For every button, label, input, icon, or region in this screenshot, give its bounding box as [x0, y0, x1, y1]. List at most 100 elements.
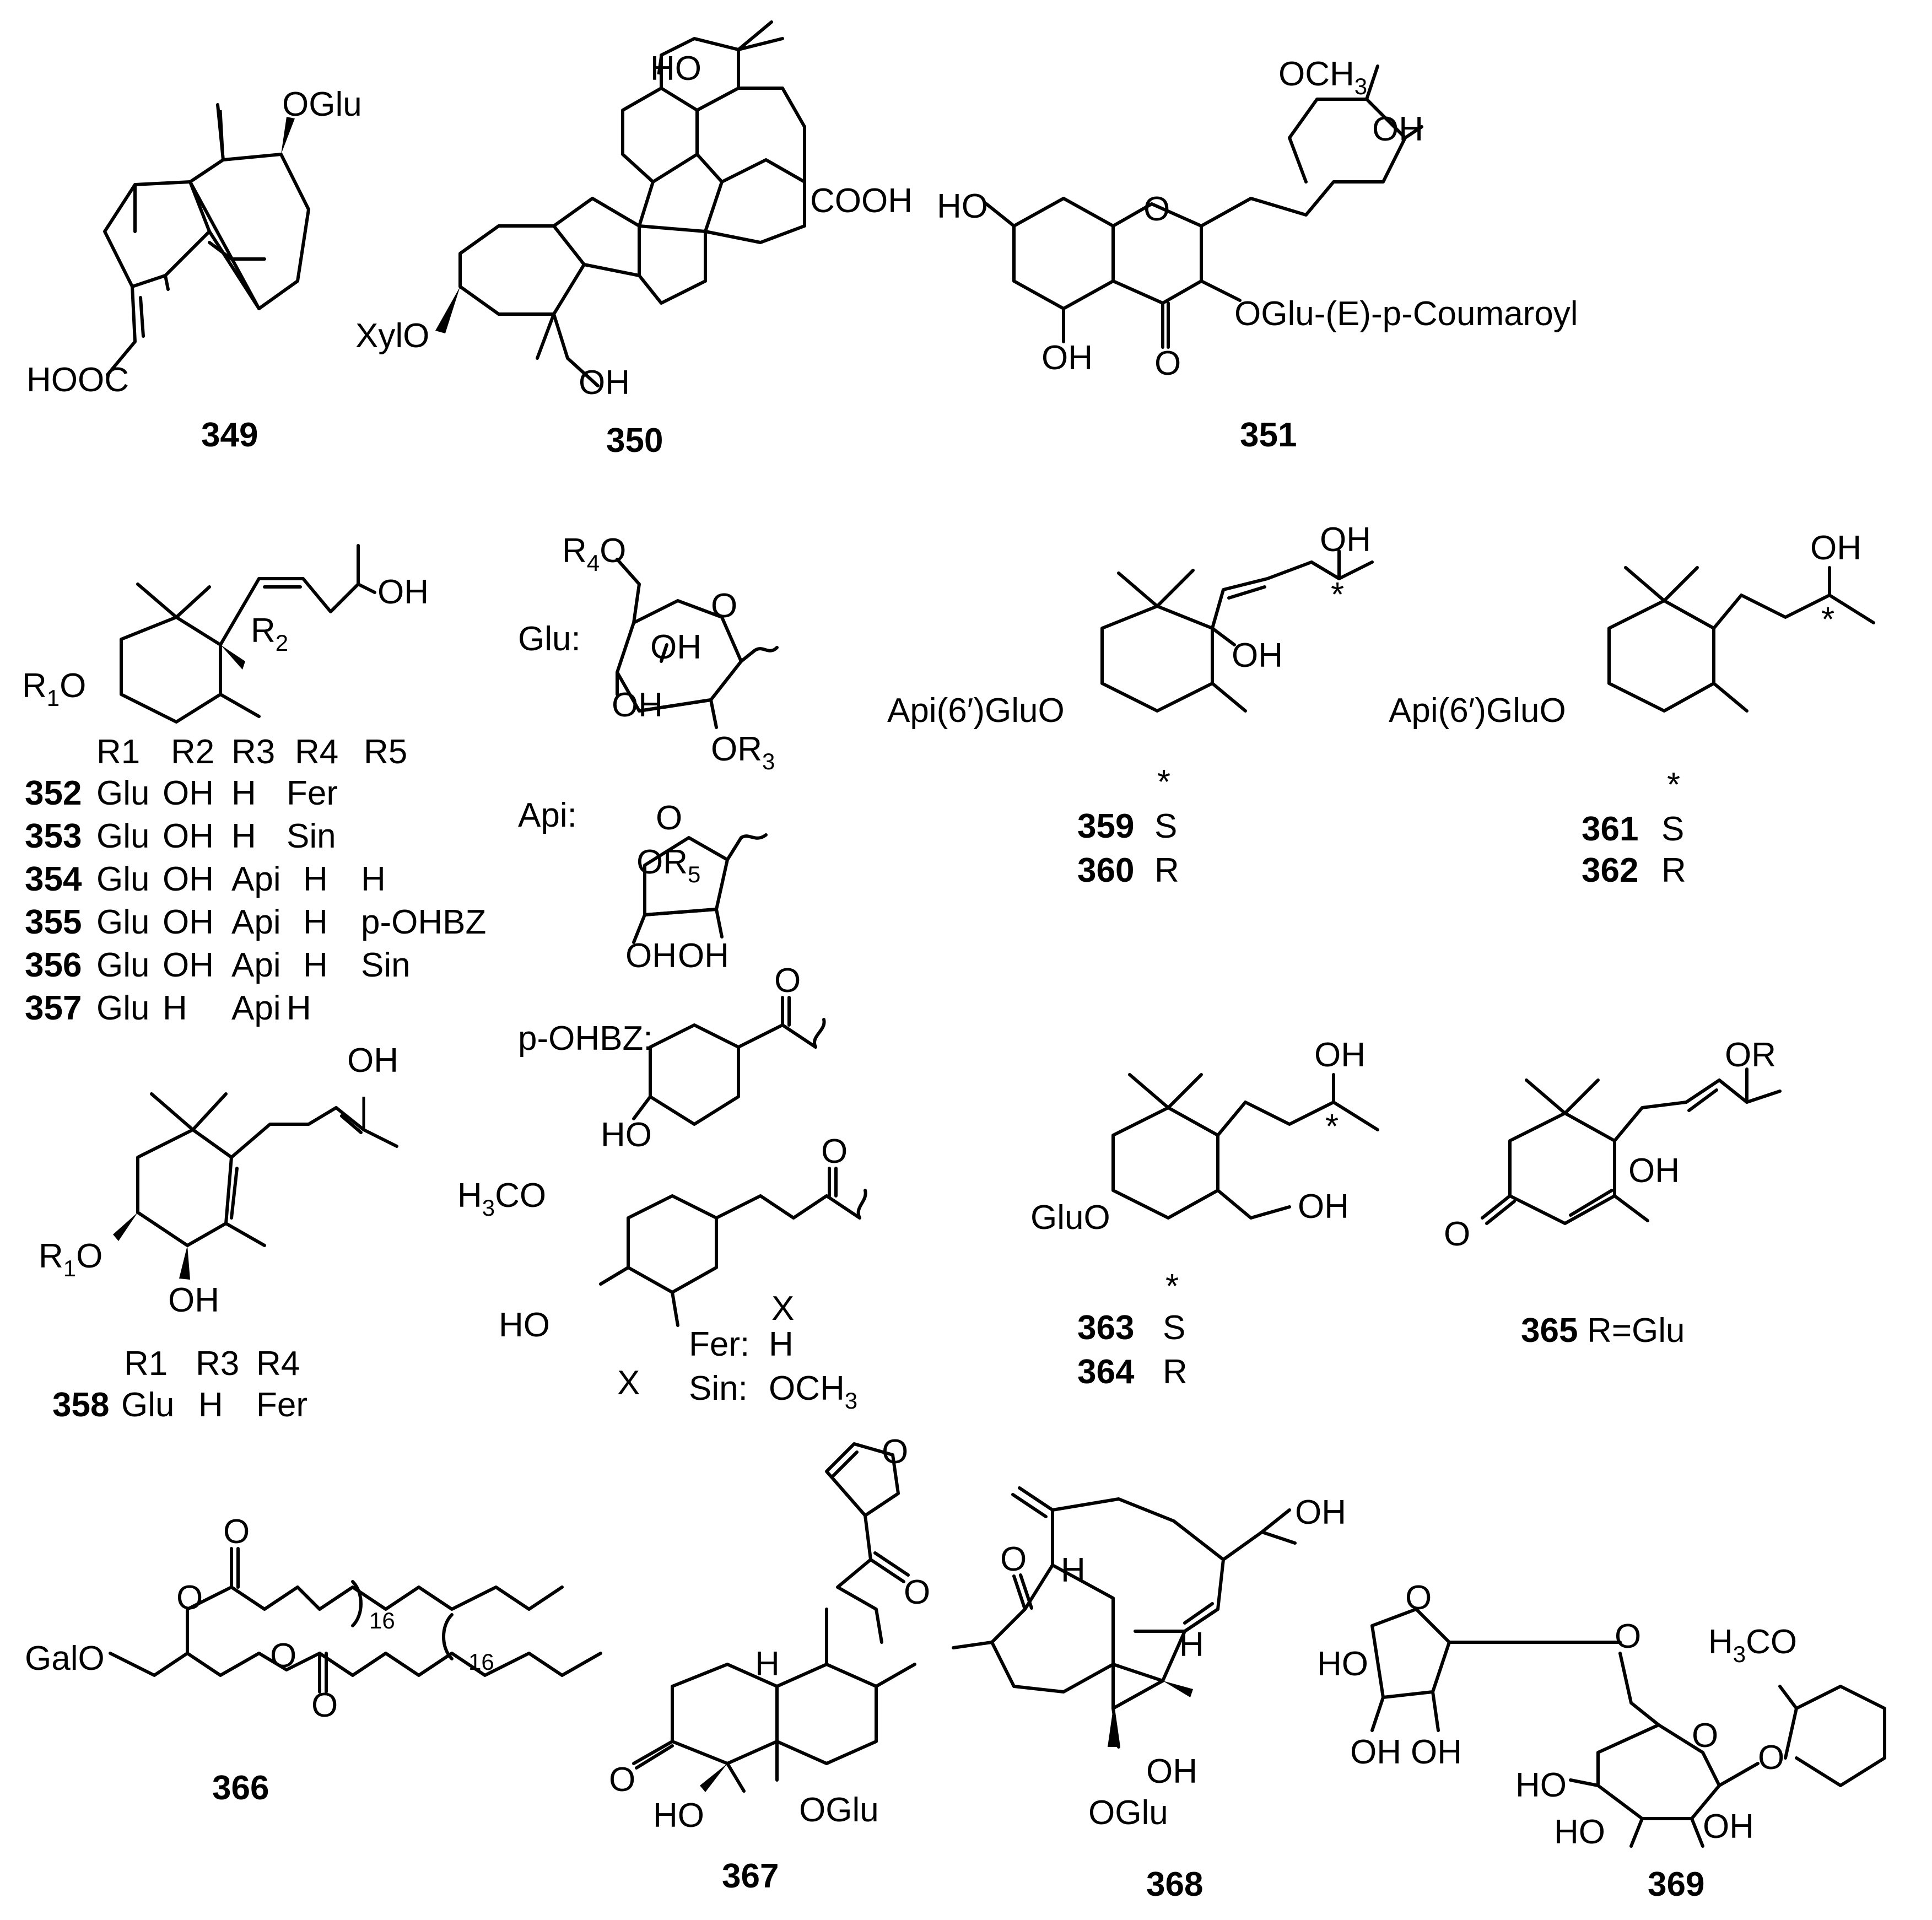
h1-label-368: H — [1061, 1551, 1086, 1589]
api-oh2-label: OH — [678, 937, 729, 975]
cell-r3: H — [231, 774, 256, 812]
cell-r1: Glu — [96, 989, 149, 1027]
table-row: 357 Glu H Api H — [25, 989, 311, 1027]
substituent-label-351: OGlu-(E)-p-Coumaroyl — [1234, 295, 1578, 333]
compound-361-362: OH * Api(6′)GluO * 361 S 362 R — [1389, 529, 1875, 889]
cell-r4: H — [303, 946, 328, 984]
compound-358: OH R1O OH R1 R3 R4 358 Glu H Fer — [39, 1042, 398, 1424]
table-row: 353 Glu OH H Sin — [25, 817, 336, 855]
oh-bottom-label-351: OH — [1041, 339, 1093, 377]
compound-number-367: 367 — [722, 1857, 779, 1895]
galo-label-366: GalO — [25, 1639, 105, 1678]
cell-r2: OH — [163, 860, 214, 898]
table-header-r1-358: R1 — [124, 1345, 168, 1383]
cell-r5: p-OHBZ — [361, 903, 486, 941]
pohbz-carbonyl-oxygen-label: O — [774, 962, 801, 1000]
och3-label-351: OCH3 — [1278, 55, 1367, 99]
gluo-label-363: GluO — [1030, 1199, 1110, 1237]
substituent-definitions: R4O Glu: O OH OH OR3 Api: O OR5 OH OH p-… — [457, 532, 867, 1414]
cell-r3-358: H — [198, 1386, 223, 1424]
cooh-label-350: COOH — [810, 182, 913, 220]
table-row: 362 R — [1582, 851, 1686, 889]
compound-number-349: 349 — [201, 416, 258, 454]
glu-ring-oxygen-label-369: O — [1692, 1717, 1718, 1755]
compound-number: 360 — [1077, 851, 1134, 889]
compound-number: 356 — [25, 946, 82, 984]
compound-365: OR OH O 365 R=Glu — [1444, 1036, 1782, 1350]
ester-oxygen-2-label-366: O — [270, 1637, 296, 1675]
compound-369: O HO OH OH O H3CO O O HO HO OH 369 — [1317, 1579, 1886, 1903]
sin-value: OCH3 — [769, 1369, 857, 1414]
cell-r3: Api — [231, 946, 281, 984]
cell-r1: Glu — [96, 860, 149, 898]
linking-oxygen-label-369: O — [1615, 1617, 1641, 1655]
stereo-star-363: * — [1325, 1108, 1339, 1146]
compound-number: 361 — [1582, 810, 1638, 848]
r4o-label: R4O — [562, 532, 626, 576]
cell-r1: Glu — [96, 774, 149, 812]
acyl-carbonyl-oxygen-label: O — [821, 1132, 848, 1171]
cell-r4: H — [303, 903, 328, 941]
cell-r1: Glu — [96, 817, 149, 855]
compound-number-358: 358 — [52, 1386, 109, 1424]
keto-oxygen-label-365: O — [1444, 1215, 1470, 1253]
table-header-r3-358: R3 — [196, 1345, 239, 1383]
oxygen-label-366: O — [223, 1513, 250, 1551]
compound-number-351: 351 — [1240, 416, 1297, 454]
table-row: 356 Glu OH Api H Sin — [25, 946, 411, 984]
oh-bottom-label-358: OH — [168, 1281, 219, 1319]
compound-367: O O H O HO OGlu 367 — [609, 1433, 930, 1895]
oh-top-label-351: OH — [1372, 110, 1423, 148]
cell-r1: Glu — [96, 903, 149, 941]
compound-number: 353 — [25, 817, 82, 855]
pohbz-definition-label: p-OHBZ: — [518, 1020, 653, 1058]
compound-351: OCH3 OH HO O OH O OGlu-(E)-p-Coumaroyl 3… — [937, 55, 1578, 454]
configuration: S — [1661, 810, 1684, 848]
compound-368: OH O H H OH OGlu 368 — [952, 1486, 1346, 1903]
fer-label: Fer: — [689, 1325, 749, 1363]
cell-r5: H — [361, 860, 386, 898]
oh-top-label-358: OH — [347, 1042, 398, 1080]
oh-top-label-363: OH — [1314, 1036, 1366, 1074]
compound-359-360: OH * OH Api(6′)GluO * 359 S 360 R — [887, 521, 1374, 889]
table-row: 354 Glu OH Api H H — [25, 860, 386, 898]
cell-r1: Glu — [96, 946, 149, 984]
table-header-r2: R2 — [171, 733, 214, 771]
repeat-count-1-366: 16 — [369, 1608, 395, 1633]
pohbz-ho-label: HO — [601, 1116, 652, 1154]
ho-label-350: HO — [650, 50, 701, 88]
api-glu-o-label-361: Api(6′)GluO — [1389, 692, 1566, 730]
ho1-label-369: HO — [1515, 1766, 1567, 1804]
compound-352-357: OH R2 R1O R1 R2 R3 R4 R5 352 Glu OH H Fe… — [22, 544, 486, 1027]
oglu-label-349: OGlu — [282, 85, 362, 123]
furan-oxygen-label-367: O — [882, 1433, 908, 1471]
configuration: R — [1163, 1353, 1188, 1391]
oh2-label-368: OH — [1146, 1752, 1197, 1790]
api-glu-o-label-359: Api(6′)GluO — [887, 692, 1065, 730]
table-header-r3: R3 — [231, 733, 275, 771]
oh-ch2-label-363: OH — [1298, 1188, 1349, 1226]
oh1-label-369: OH — [1350, 1733, 1401, 1771]
compound-349: OGlu HOOC 349 — [26, 85, 362, 454]
r1o-label-358: R1O — [39, 1237, 102, 1281]
repeat-count-2-366: 16 — [468, 1649, 494, 1675]
compound-number: 364 — [1077, 1353, 1135, 1391]
compound-number-368: 368 — [1146, 1865, 1203, 1903]
cell-r2: H — [163, 989, 187, 1027]
table-row: 360 R — [1077, 851, 1179, 889]
ho-api-label-369: HO — [1317, 1645, 1368, 1683]
xylo-label-350: XylO — [355, 317, 429, 355]
oh-top-label-359: OH — [1320, 521, 1371, 559]
fer-value: H — [769, 1325, 794, 1363]
api-ring-oxygen-label-369: O — [1405, 1579, 1432, 1617]
h3co-label-369: H3CO — [1708, 1623, 1797, 1667]
cell-r4: H — [303, 860, 328, 898]
glu-oh2-label: OH — [612, 686, 663, 724]
compound-number: 362 — [1582, 851, 1638, 889]
keto-oxygen-label-351: O — [1154, 344, 1181, 382]
table-row: 364 R — [1077, 1353, 1188, 1391]
compound-366: O O 16 GalO O 16 O 366 — [25, 1513, 602, 1807]
cell-r4: Sin — [287, 817, 336, 855]
glu-ring-oxygen-label: O — [711, 587, 737, 625]
